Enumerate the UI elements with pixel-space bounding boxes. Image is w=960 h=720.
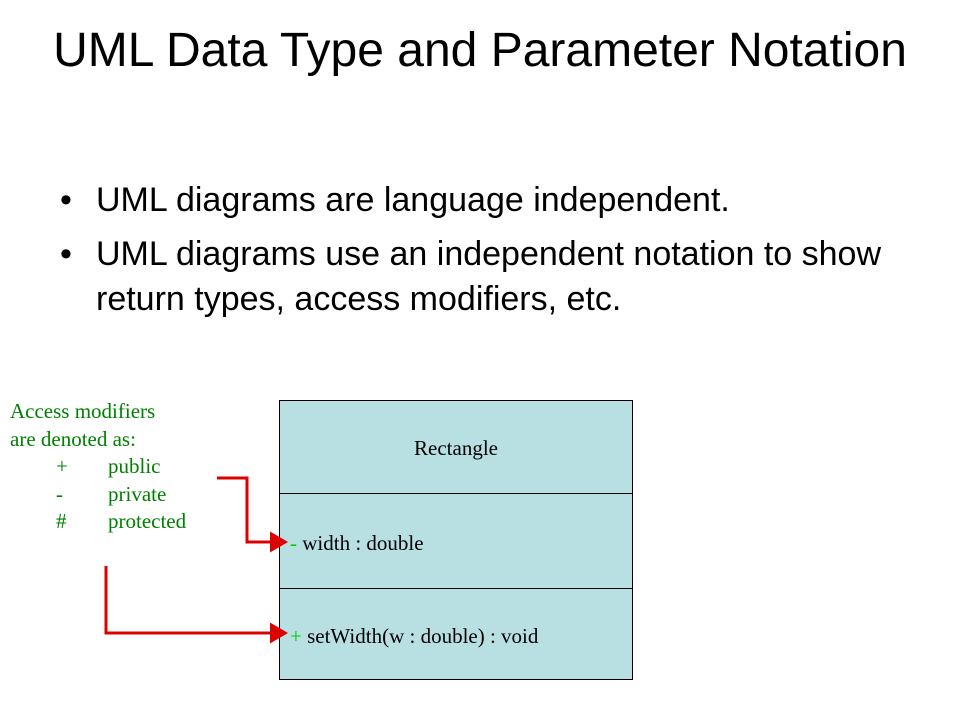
bullet-item: • UML diagrams use an independent notati…	[60, 232, 920, 322]
legend-item-protected: # protected	[10, 508, 220, 536]
public-connector-arrow	[104, 566, 288, 644]
attribute-compartment: - width : double	[280, 493, 632, 589]
legend-symbol: #	[56, 509, 67, 533]
bullet-item: • UML diagrams are language independent.	[60, 178, 920, 223]
method-setwidth: + setWidth(w : double) : void	[290, 624, 538, 649]
access-modifier-legend: Access modifiers are denoted as: + publi…	[10, 398, 220, 536]
slide-title: UML Data Type and Parameter Notation	[53, 24, 907, 77]
public-modifier-symbol: +	[290, 624, 302, 648]
attribute-width: - width : double	[290, 531, 424, 556]
legend-heading-line2: are denoted as:	[10, 426, 136, 451]
legend-symbol: -	[56, 481, 63, 506]
legend-item-private: - private	[10, 481, 220, 509]
private-modifier-symbol: -	[290, 531, 297, 555]
method-text: setWidth(w : double) : void	[301, 624, 539, 648]
uml-class-box: Rectangle - width : double + setWidth(w …	[279, 400, 633, 680]
legend-symbol: +	[56, 454, 68, 478]
bullet-text: UML diagrams are language independent.	[96, 181, 730, 219]
private-connector-arrow	[217, 476, 288, 553]
legend-label: public	[108, 454, 161, 478]
legend-heading-line1: Access modifiers	[10, 399, 156, 423]
bullet-text: UML diagrams use an independent notation…	[96, 235, 882, 318]
attribute-text: width : double	[297, 531, 424, 555]
legend-item-public: + public	[10, 453, 220, 481]
bullet-list: • UML diagrams are language independent.…	[60, 178, 920, 331]
bullet-dot-icon: •	[60, 235, 72, 273]
method-compartment: + setWidth(w : double) : void	[280, 588, 632, 679]
bullet-dot-icon: •	[60, 181, 72, 219]
class-name: Rectangle	[414, 436, 498, 460]
class-name-compartment: Rectangle	[280, 401, 632, 494]
legend-label: protected	[108, 509, 187, 533]
legend-label: private	[108, 481, 167, 506]
